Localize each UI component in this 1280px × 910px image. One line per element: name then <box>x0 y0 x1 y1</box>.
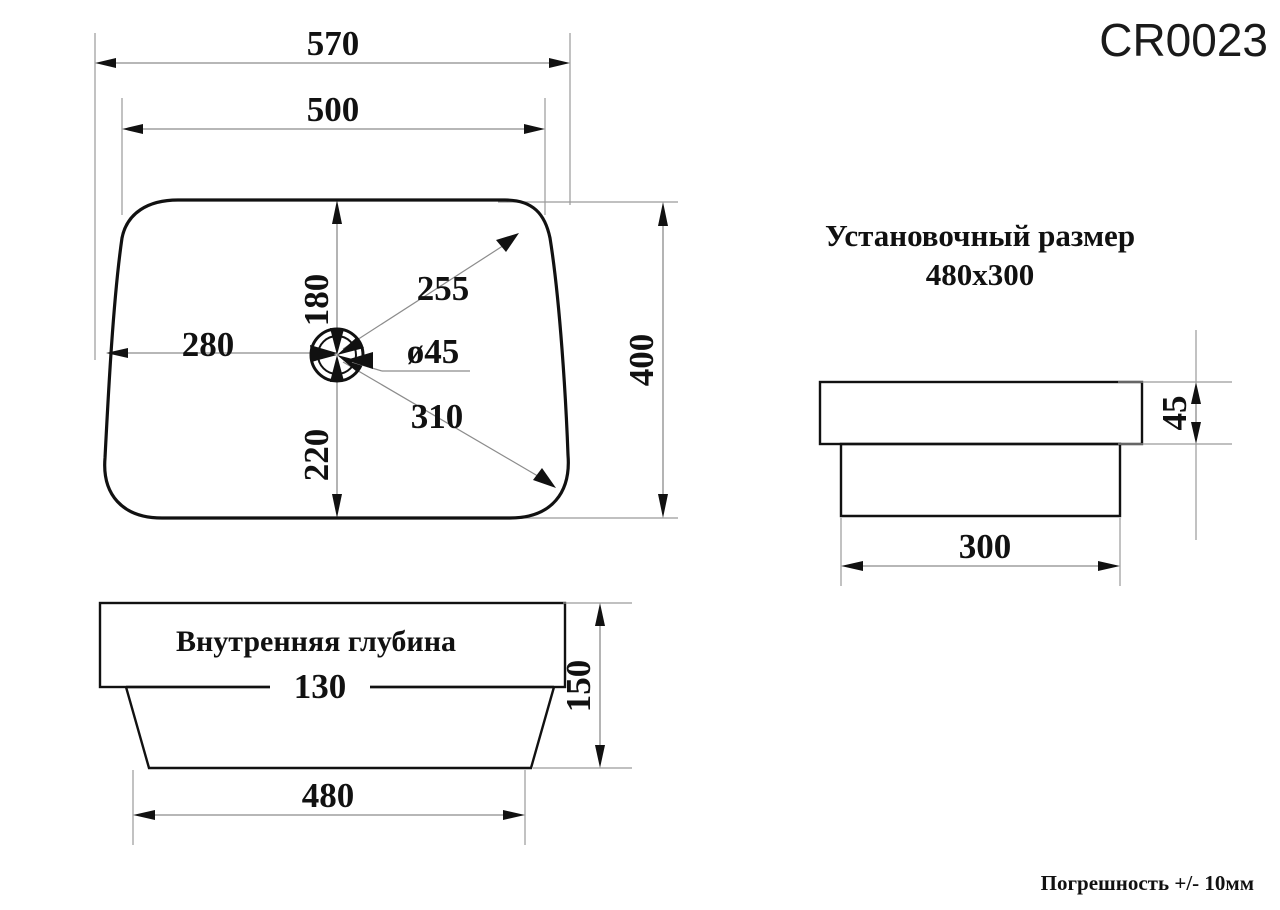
dim-400-label: 400 <box>622 334 661 387</box>
dim-255-leader <box>342 239 513 350</box>
dim-45-label: 45 <box>1155 396 1194 431</box>
dim-480-arrow-right <box>503 810 525 820</box>
dimension-400: 400 <box>622 202 668 518</box>
side-body-outline <box>839 442 1122 518</box>
dim-310-label: 310 <box>411 397 464 436</box>
dimension-220: 220 <box>297 380 342 518</box>
drain-arrow-ne <box>337 337 364 355</box>
dim-280-arrow-left <box>106 348 128 358</box>
install-size-note: Установочный размер 480x300 <box>825 218 1135 292</box>
dimension-150: 150 <box>559 603 605 768</box>
dim-d45-label: ø45 <box>407 332 460 371</box>
dim-150-arrow-down <box>595 745 605 768</box>
dim-310-arrow <box>533 468 556 488</box>
dim-255-arrow <box>496 233 519 252</box>
basin-outline <box>103 198 570 520</box>
dim-570-arrow-right <box>549 58 570 68</box>
dim-300-arrow-left <box>841 561 863 571</box>
dim-255-label: 255 <box>417 269 470 308</box>
dim-300-arrow-right <box>1098 561 1120 571</box>
dimension-255: 255 <box>342 233 519 350</box>
drain-hole <box>309 327 365 383</box>
dim-180-arrow-up <box>332 200 342 224</box>
top-view: 570 500 180 220 280 <box>94 24 678 520</box>
drain-arrow-s <box>330 355 344 382</box>
dimension-300: 300 <box>841 527 1120 571</box>
dim-280-label: 280 <box>182 325 235 364</box>
dim-180-label: 180 <box>297 274 336 327</box>
dimension-180: 180 <box>297 200 342 330</box>
dimension-diameter-45: ø45 <box>346 332 470 372</box>
dim-220-arrow-down <box>332 494 342 518</box>
dim-500-label: 500 <box>307 90 360 129</box>
tolerance-note: Погрешность +/- 10мм <box>1041 871 1254 895</box>
dimension-570: 570 <box>95 24 570 68</box>
dim-480-arrow-left <box>133 810 155 820</box>
dimension-280: 280 <box>106 325 337 364</box>
dim-570-label: 570 <box>307 24 360 63</box>
dim-400-arrow-down <box>658 494 668 518</box>
dim-300-label: 300 <box>959 527 1012 566</box>
dim-150-arrow-up <box>595 603 605 626</box>
dim-310-leader <box>342 361 549 483</box>
dim-500-arrow-left <box>122 124 143 134</box>
inner-depth-annotation: Внутренняя глубина 130 <box>126 625 554 706</box>
dim-220-label: 220 <box>297 429 336 482</box>
dimension-500: 500 <box>122 90 545 134</box>
inner-depth-value: 130 <box>294 667 347 706</box>
dim-570-arrow-left <box>95 58 116 68</box>
dimension-310: 310 <box>342 361 556 488</box>
dim-45-arrow-down <box>1191 422 1201 444</box>
part-number-label: CR0023 <box>1099 14 1268 66</box>
dim-150-label: 150 <box>559 660 598 713</box>
dim-45-arrow-up <box>1191 382 1201 404</box>
drain-arrow-se <box>337 355 364 372</box>
install-note-line-1: Установочный размер <box>825 218 1135 253</box>
dimension-45: 45 <box>1155 382 1201 444</box>
dim-400-arrow-up <box>658 202 668 226</box>
inner-depth-label: Внутренняя глубина <box>176 625 456 658</box>
drain-arrow-n <box>330 328 344 355</box>
side-view: 45 300 <box>818 330 1232 586</box>
dim-500-arrow-right <box>524 124 545 134</box>
front-body-outline <box>124 686 556 770</box>
front-view: Внутренняя глубина 130 150 480 <box>98 601 632 845</box>
dim-d45-arrow <box>346 352 373 369</box>
install-note-line-2: 480x300 <box>926 257 1035 292</box>
dim-480-label: 480 <box>302 776 355 815</box>
drain-arrow-w <box>311 348 337 362</box>
inner-depth-value-mask <box>270 670 370 704</box>
dimension-480: 480 <box>133 776 525 820</box>
